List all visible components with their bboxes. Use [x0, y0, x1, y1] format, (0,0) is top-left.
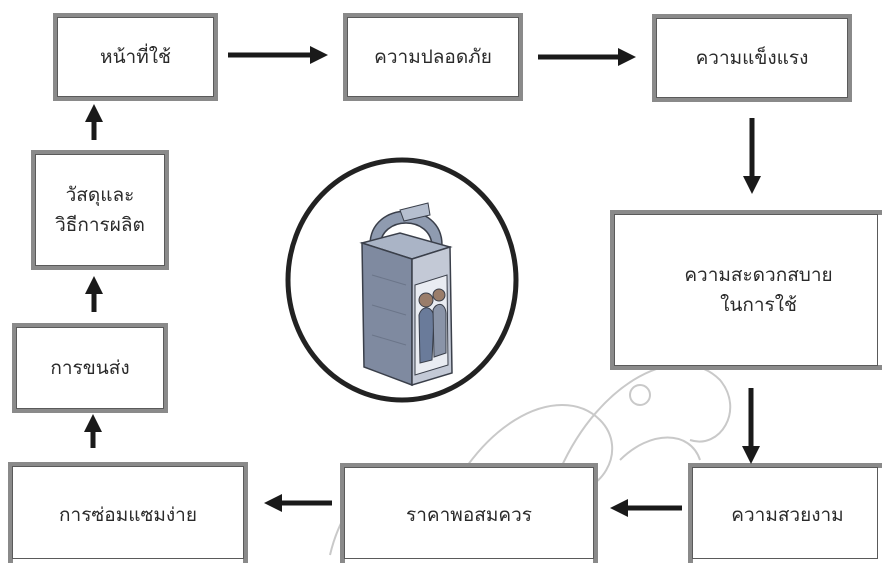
node-convenience-label-2: ในการใช้: [720, 294, 797, 316]
node-beauty-label: ความสวยงาม: [731, 504, 844, 527]
node-safety: ความปลอดภัย: [343, 13, 523, 101]
node-price: ราคาพอสมควร: [340, 463, 598, 563]
node-transport: การขนส่ง: [12, 323, 168, 413]
node-repair-label: การซ่อมแซมง่าย: [59, 503, 197, 526]
node-convenience: ความสะดวกสบาย ในการใช้: [610, 210, 882, 370]
center-product-circle: [285, 157, 519, 403]
node-material-label-2: วิธีการผลิต: [55, 214, 145, 236]
node-function: หน้าที่ใช้: [53, 13, 218, 101]
node-repair: การซ่อมแซมง่าย: [8, 462, 248, 563]
node-strength-label: ความแข็งแรง: [695, 46, 809, 69]
node-strength: ความแข็งแรง: [652, 14, 852, 102]
node-function-label: หน้าที่ใช้: [100, 45, 171, 68]
node-beauty: ความสวยงาม: [688, 463, 882, 563]
node-material: วัสดุและ วิธีการผลิต: [31, 150, 169, 270]
node-transport-label: การขนส่ง: [50, 356, 130, 379]
node-convenience-label-1: ความสะดวกสบาย: [684, 263, 833, 286]
node-material-label-1: วัสดุและ: [65, 183, 135, 206]
node-price-label: ราคาพอสมควร: [406, 504, 532, 527]
gift-bag-icon: [359, 202, 453, 387]
node-safety-label: ความปลอดภัย: [374, 45, 492, 68]
